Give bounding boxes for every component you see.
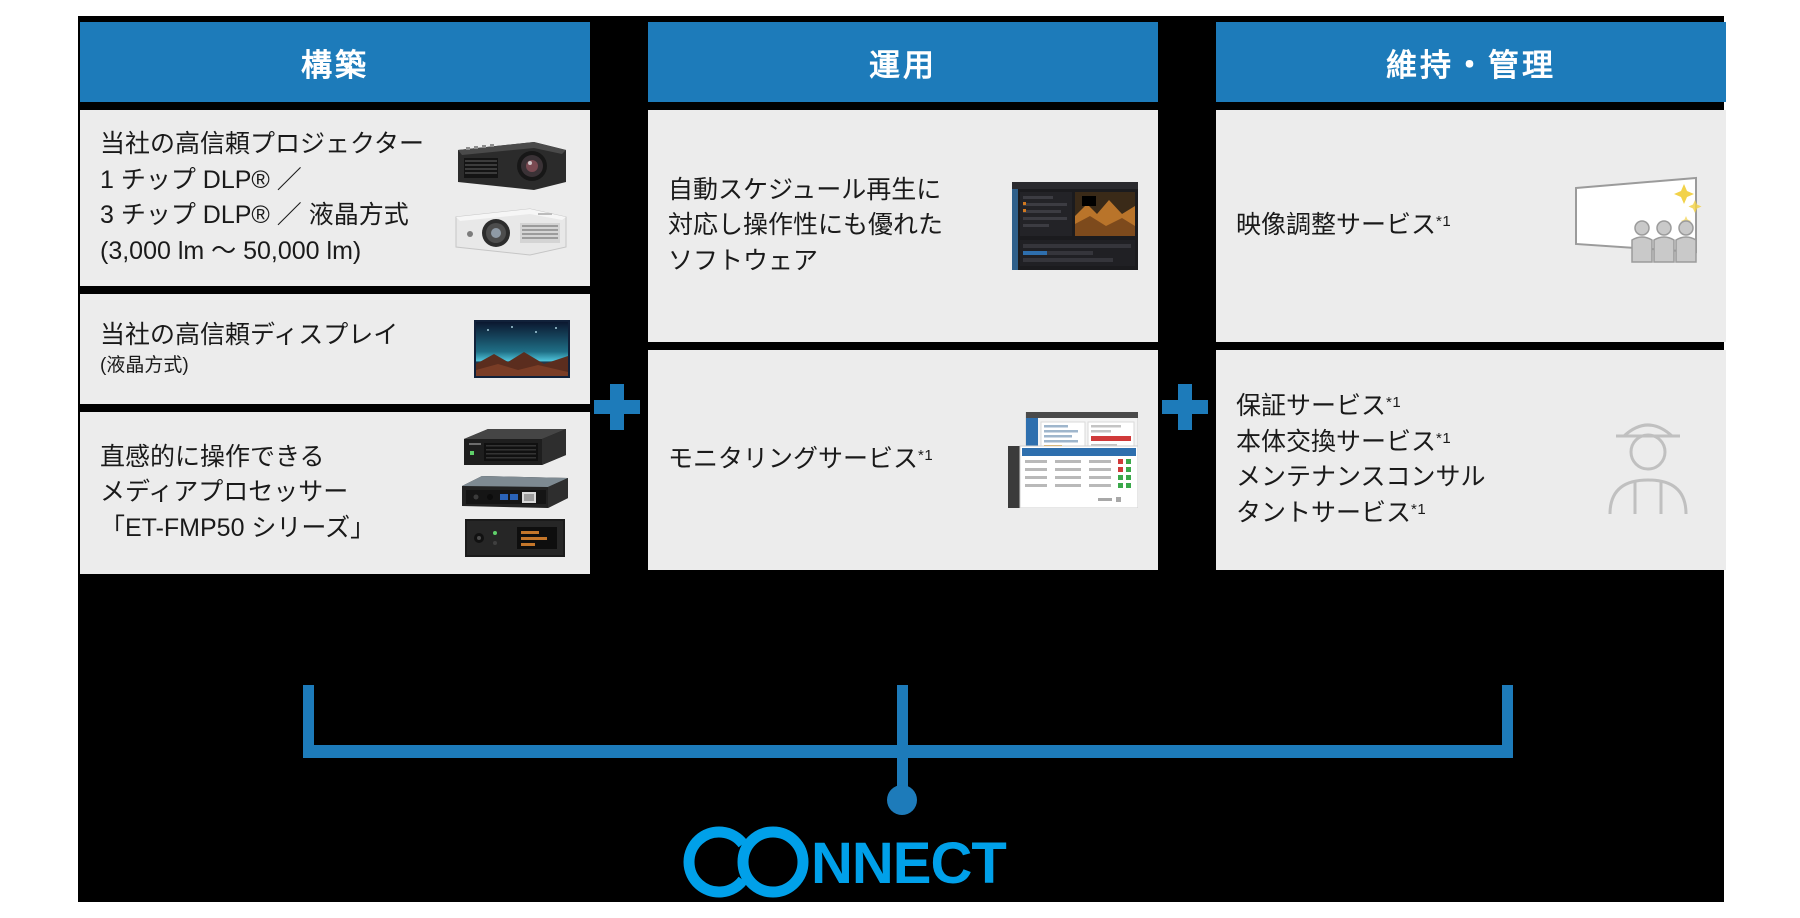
- connector-node-dot: [887, 785, 917, 815]
- column-header-build: 構築: [80, 22, 590, 102]
- cell-projector-line-1: 当社の高信頼プロジェクター: [100, 130, 425, 158]
- cell-projector-line-3: 3 チップ DLP® ／ 液晶方式: [100, 201, 409, 229]
- connector-line-right: [1502, 685, 1513, 753]
- connect-wordmark-icon: NNECT: [683, 826, 1007, 898]
- cell-image-adjustment[interactable]: 映像調整サービス*1: [1216, 110, 1726, 342]
- column-maintenance: 維持・管理 映像調整サービス*1: [1216, 22, 1726, 570]
- monitoring-dashboard-icon: [1008, 412, 1138, 508]
- column-operation: 運用 自動スケジュール再生に 対応し操作性にも優れた ソフトウェア: [648, 22, 1158, 570]
- cell-projector-line-4: (3,000 lm 〜 50,000 lm): [100, 236, 362, 265]
- column-header-maintenance: 維持・管理: [1216, 22, 1726, 102]
- column-cells-build: 当社の高信頼プロジェクター 1 チップ DLP® ／ 3 チップ DLP® ／ …: [80, 110, 590, 574]
- cell-software-line-2: 対応し操作性にも優れた: [668, 211, 944, 240]
- cell-image-adjustment-media: [1566, 174, 1706, 278]
- cell-media-processor-media: [460, 427, 570, 559]
- cell-support-services[interactable]: 保証サービス*1 本体交換サービス*1 メンテナンスコンサル タントサービス*1: [1216, 350, 1726, 570]
- cell-projector-media: [452, 136, 570, 261]
- plus-connector-1: [594, 384, 640, 430]
- server-chassis-icon: [464, 429, 566, 465]
- cell-support-services-line-3: メンテナンスコンサル: [1236, 463, 1486, 491]
- screen-calibration-icon: [1575, 176, 1702, 263]
- cell-support-consultant-note: *1: [1411, 500, 1427, 518]
- cell-support-services-line-4: タントサービス*1: [1236, 496, 1590, 532]
- cell-monitoring-label: モニタリングサービス: [668, 445, 919, 474]
- svg-text:NNECT: NNECT: [811, 831, 1006, 896]
- cell-media-processor-text: 直感的に操作できる メディアプロセッサー 「ET-FMP50 シリーズ」: [100, 440, 460, 547]
- cell-image-adjustment-label: 映像調整サービス: [1236, 211, 1437, 240]
- cell-monitoring-media: [1008, 412, 1138, 508]
- cell-display[interactable]: 当社の高信頼ディスプレイ (液晶方式): [80, 294, 590, 404]
- column-cells-operation: 自動スケジュール再生に 対応し操作性にも優れた ソフトウェア: [648, 110, 1158, 570]
- cell-image-adjustment-line-1: 映像調整サービス*1: [1236, 208, 1566, 244]
- cell-media-processor-line-3: 「ET-FMP50 シリーズ」: [100, 513, 376, 542]
- cell-support-warranty-label: 保証サービス: [1236, 392, 1387, 420]
- connector-line-middle: [897, 685, 908, 753]
- connector-line-left: [303, 685, 314, 753]
- projector-white-icon: [455, 207, 567, 256]
- display-panel-icon: [474, 320, 570, 378]
- cell-display-media: [474, 320, 570, 378]
- connect-logo: NNECT: [0, 820, 1800, 898]
- cell-software-text: 自動スケジュール再生に 対応し操作性にも優れた ソフトウェア: [668, 173, 1012, 280]
- cell-image-adjustment-note: *1: [1436, 213, 1452, 231]
- cell-software[interactable]: 自動スケジュール再生に 対応し操作性にも優れた ソフトウェア: [648, 110, 1158, 342]
- plus-connector-2: [1162, 384, 1208, 430]
- cell-support-services-text: 保証サービス*1 本体交換サービス*1 メンテナンスコンサル タントサービス*1: [1236, 389, 1590, 531]
- cell-support-services-line-2: 本体交換サービス*1: [1236, 425, 1590, 461]
- cell-image-adjustment-text: 映像調整サービス*1: [1236, 208, 1566, 244]
- cell-projector[interactable]: 当社の高信頼プロジェクター 1 チップ DLP® ／ 3 チップ DLP® ／ …: [80, 110, 590, 286]
- cell-media-processor[interactable]: 直感的に操作できる メディアプロセッサー 「ET-FMP50 シリーズ」: [80, 412, 590, 574]
- cell-support-consultant-label: タントサービス: [1236, 498, 1412, 527]
- cell-projector-line-2: 1 チップ DLP® ／: [100, 165, 302, 194]
- cell-software-line-1: 自動スケジュール再生に: [668, 175, 942, 204]
- cell-projector-text: 当社の高信頼プロジェクター 1 チップ DLP® ／ 3 チップ DLP® ／ …: [100, 127, 452, 269]
- connector-line-horizontal: [303, 745, 1513, 758]
- software-screenshot-icon: [1012, 182, 1138, 270]
- cell-software-line-3: ソフトウェア: [668, 246, 819, 275]
- cell-monitoring-line-1: モニタリングサービス*1: [668, 442, 1008, 478]
- column-header-operation: 運用: [648, 22, 1158, 102]
- connector-line-stem: [897, 745, 908, 797]
- cell-media-processor-line-2: メディアプロセッサー: [100, 478, 349, 507]
- cell-display-text: 当社の高信頼ディスプレイ (液晶方式): [100, 318, 474, 380]
- cell-support-exchange-label: 本体交換サービス: [1236, 427, 1437, 456]
- cell-support-services-media: [1590, 402, 1706, 518]
- column-build: 構築 当社の高信頼プロジェクター 1 チップ DLP® ／ 3 チップ DLP®…: [80, 22, 590, 574]
- cell-display-line-2: (液晶方式): [100, 355, 189, 377]
- rack-unit-icon: [462, 476, 568, 508]
- cell-monitoring-text: モニタリングサービス*1: [668, 442, 1008, 478]
- column-cells-maintenance: 映像調整サービス*1: [1216, 110, 1726, 570]
- cell-monitoring-note: *1: [918, 447, 934, 465]
- cell-monitoring[interactable]: モニタリングサービス*1: [648, 350, 1158, 570]
- cell-software-media: [1012, 182, 1138, 270]
- cell-display-line-1: 当社の高信頼ディスプレイ: [100, 320, 399, 349]
- cell-support-exchange-note: *1: [1436, 429, 1452, 447]
- technician-icon: [1608, 423, 1688, 515]
- cell-support-services-line-1: 保証サービス*1: [1236, 389, 1590, 425]
- projector-black-icon: [458, 141, 566, 190]
- front-panel-icon: [465, 519, 565, 557]
- cell-support-warranty-note: *1: [1386, 394, 1402, 411]
- cell-media-processor-line-1: 直感的に操作できる: [100, 442, 325, 471]
